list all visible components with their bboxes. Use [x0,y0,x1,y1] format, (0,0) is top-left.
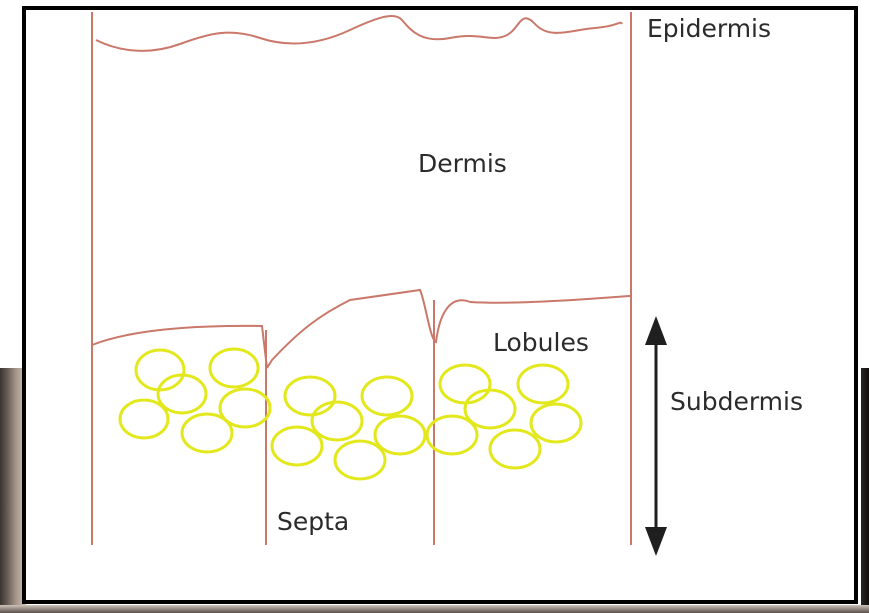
fat-lobule-right [427,365,581,468]
fat-cell [375,416,425,454]
label-septa: Septa [277,507,349,536]
fat-cell [362,377,412,415]
fat-cell [272,427,322,465]
fat-lobule-middle [272,377,425,479]
fat-cell [120,400,168,438]
fat-cell [518,365,568,403]
fat-cell [182,414,232,452]
epidermis-surface-line [96,16,622,51]
fat-lobule-left [120,349,270,452]
fat-cell [312,402,362,440]
fat-cell [531,404,581,442]
label-subdermis: Subdermis [670,387,803,416]
label-dermis: Dermis [418,149,507,178]
arrow-up-head [645,316,667,345]
fat-cell [490,430,540,468]
subdermis-arrow [645,316,667,556]
label-epidermis: Epidermis [647,14,771,43]
fat-cell [285,377,335,415]
fat-cell [335,441,385,479]
fat-cell [440,365,490,403]
fat-cell [210,349,258,387]
label-lobules: Lobules [493,328,589,357]
arrow-down-head [645,527,667,556]
